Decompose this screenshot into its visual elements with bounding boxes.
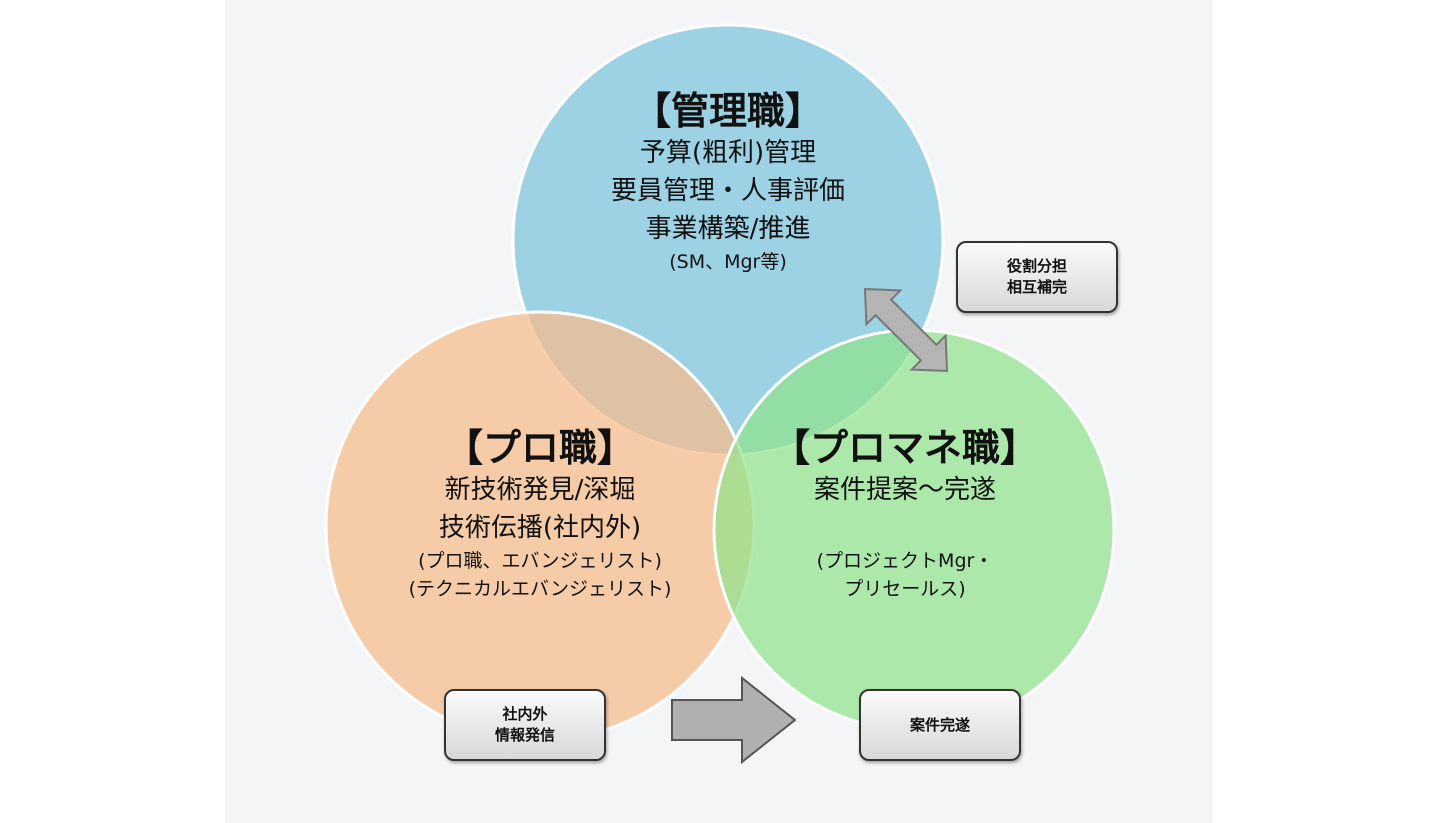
management-line: 予算(粗利)管理 xyxy=(639,138,817,168)
professional-line: 新技術発見/深堀 xyxy=(444,475,636,505)
project-manager-note: プリセールス) xyxy=(844,578,966,600)
double-arrow-icon xyxy=(863,287,949,373)
professional-section: 【プロ職】 新技術発見/深堀 技術伝播(社内外) (プロ職、エバンジェリスト) … xyxy=(409,425,672,603)
role-sharing-line: 役割分担 xyxy=(1006,257,1067,275)
management-line: 事業構築/推進 xyxy=(645,214,811,244)
info-sharing-line: 社内外 xyxy=(502,705,548,723)
management-section: 【管理職】 予算(粗利)管理 要員管理・人事評価 事業構築/推進 (SM、Mgr… xyxy=(611,88,845,276)
project-manager-section: 【プロマネ職】 案件提案～完遂 (プロジェクトMgr・ プリセールス) xyxy=(772,425,1038,603)
role-sharing-box: 役割分担相互補完 xyxy=(956,241,1118,313)
professional-title: 【プロ職】 xyxy=(444,426,635,470)
info-sharing-line: 情報発信 xyxy=(494,726,555,744)
professional-note: (テクニカルエバンジェリスト) xyxy=(408,578,672,600)
professional-note: (プロ職、エバンジェリスト) xyxy=(418,550,662,572)
professional-line: 技術伝播(社内外) xyxy=(438,513,642,543)
management-title: 【管理職】 xyxy=(632,89,824,133)
management-note: (SM、Mgr等) xyxy=(669,251,787,273)
right-arrow-icon xyxy=(671,675,797,765)
project-manager-line: 案件提案～完遂 xyxy=(813,475,997,505)
info-sharing-box: 社内外情報発信 xyxy=(444,689,606,761)
management-line: 要員管理・人事評価 xyxy=(610,176,846,206)
role-sharing-line: 相互補完 xyxy=(1006,278,1067,296)
project-manager-title: 【プロマネ職】 xyxy=(771,426,1039,470)
project-completion-label: 案件完遂 xyxy=(909,715,970,734)
project-manager-note: (プロジェクトMgr・ xyxy=(816,550,994,572)
project-completion-box: 案件完遂 xyxy=(859,689,1021,761)
